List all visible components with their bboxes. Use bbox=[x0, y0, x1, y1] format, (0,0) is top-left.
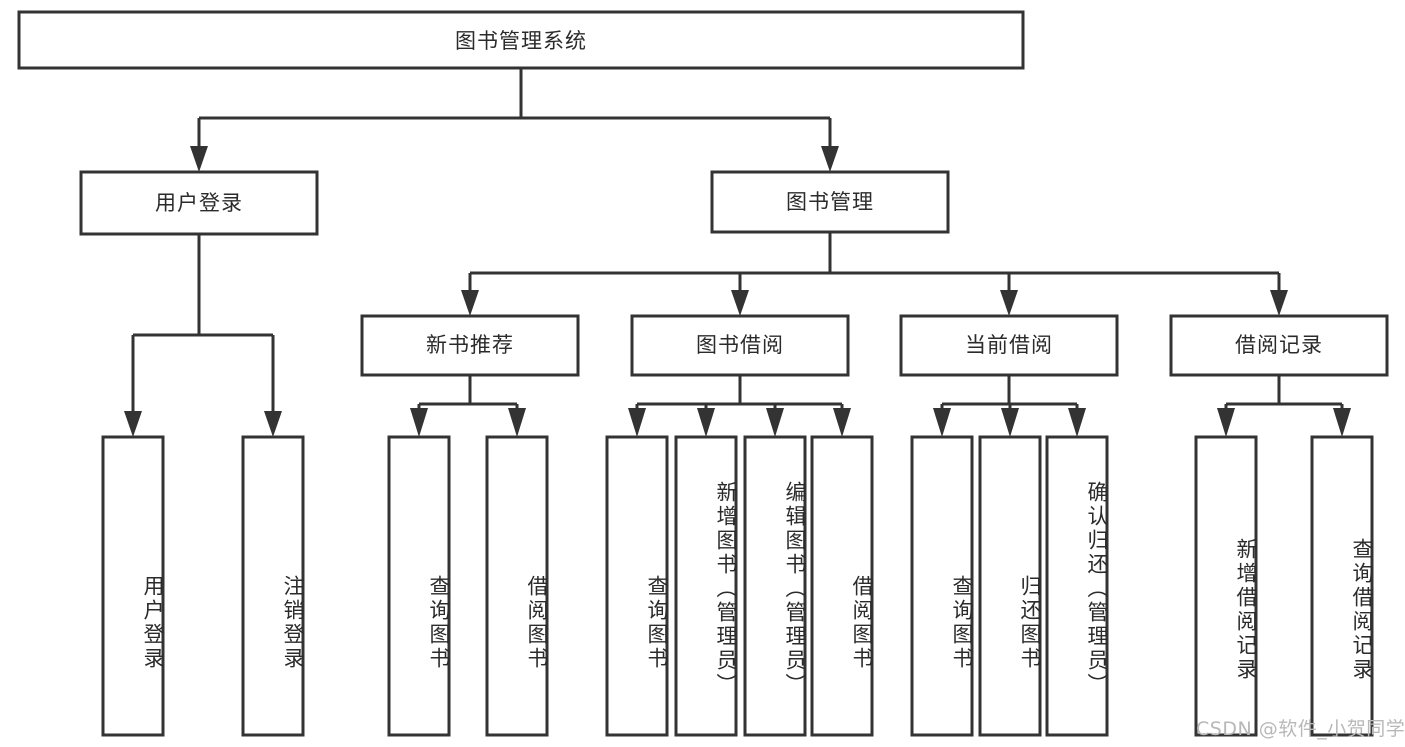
arrow-borrowrecord-leaf-1 bbox=[1217, 408, 1235, 437]
arrow-bookborrow-leaf-2 bbox=[697, 408, 715, 437]
node-current-borrow-box[interactable] bbox=[899, 314, 1119, 377]
node-borrow-record[interactable]: 借阅记录 bbox=[1169, 314, 1389, 377]
leaf-box-book-borrow-3[interactable] bbox=[743, 435, 807, 737]
leaf-box-book-borrow-1[interactable] bbox=[605, 435, 669, 737]
arrow-newbook-leaf-2 bbox=[508, 408, 526, 437]
arrow-bookmgmt-child-4 bbox=[1270, 290, 1288, 316]
node-user-login-label: 用户登录 bbox=[155, 191, 243, 215]
node-current-borrow[interactable]: 当前借阅 bbox=[899, 314, 1119, 377]
csdn-watermark: CSDN @软件_小贺同学 bbox=[1196, 718, 1405, 740]
connector-group-bookborrow bbox=[628, 375, 851, 437]
node-book-management[interactable]: 图书管理 bbox=[710, 170, 950, 234]
arrow-bookborrow-leaf-4 bbox=[833, 408, 851, 437]
node-new-book-recommend-label: 新书推荐 bbox=[426, 333, 514, 357]
arrow-root-to-userlogin bbox=[190, 146, 208, 172]
node-root[interactable]: 图书管理系统 bbox=[17, 10, 1025, 70]
node-new-book-recommend-box[interactable] bbox=[360, 314, 580, 377]
leaf-box-current-borrow-1[interactable] bbox=[910, 435, 974, 737]
node-root-box[interactable] bbox=[17, 10, 1025, 70]
leaf-box-borrow-record-2[interactable] bbox=[1310, 435, 1374, 737]
node-borrow-record-label: 借阅记录 bbox=[1235, 333, 1323, 357]
connector-group-root bbox=[190, 68, 839, 172]
connector-group-borrowrecord bbox=[1217, 375, 1351, 437]
connector-group-newbook bbox=[410, 375, 526, 437]
node-root-label: 图书管理系统 bbox=[455, 29, 587, 53]
arrow-userlogin-leaf-2 bbox=[264, 411, 282, 437]
node-book-management-label: 图书管理 bbox=[786, 190, 874, 214]
leaf-box-new-book-2[interactable] bbox=[485, 435, 549, 737]
leaf-box-user-login-2[interactable] bbox=[241, 435, 305, 737]
leaf-box-current-borrow-3[interactable] bbox=[1045, 435, 1109, 737]
node-user-login[interactable]: 用户登录 bbox=[79, 170, 319, 236]
leaf-box-borrow-record-1[interactable] bbox=[1194, 435, 1258, 737]
connector-group-userlogin bbox=[124, 234, 282, 437]
arrow-newbook-leaf-1 bbox=[410, 408, 428, 437]
arrow-currentborrow-leaf-3 bbox=[1068, 408, 1086, 437]
arrow-bookborrow-leaf-3 bbox=[766, 408, 784, 437]
leaf-box-new-book-1[interactable] bbox=[387, 435, 451, 737]
arrow-bookmgmt-child-3 bbox=[1000, 290, 1018, 316]
leaf-box-book-borrow-2[interactable] bbox=[674, 435, 738, 737]
node-current-borrow-label: 当前借阅 bbox=[965, 333, 1053, 357]
arrow-bookborrow-leaf-1 bbox=[628, 408, 646, 437]
arrow-currentborrow-leaf-2 bbox=[1001, 408, 1019, 437]
node-book-borrow[interactable]: 图书借阅 bbox=[630, 314, 850, 377]
arrow-userlogin-leaf-1 bbox=[124, 411, 142, 437]
arrow-currentborrow-leaf-1 bbox=[933, 408, 951, 437]
node-book-borrow-label: 图书借阅 bbox=[696, 333, 784, 357]
leaf-box-book-borrow-4[interactable] bbox=[810, 435, 874, 737]
arrow-root-to-bookmgmt bbox=[821, 146, 839, 172]
node-book-management-box[interactable] bbox=[710, 170, 950, 234]
node-new-book-recommend[interactable]: 新书推荐 bbox=[360, 314, 580, 377]
node-book-borrow-box[interactable] bbox=[630, 314, 850, 377]
connector-group-currentborrow bbox=[933, 375, 1086, 437]
arrow-bookmgmt-child-2 bbox=[731, 290, 749, 316]
node-user-login-box[interactable] bbox=[79, 170, 319, 236]
arrow-borrowrecord-leaf-2 bbox=[1333, 408, 1351, 437]
connector-group-bookmgmt bbox=[461, 232, 1288, 316]
leaf-box-user-login-1[interactable] bbox=[101, 435, 165, 737]
node-borrow-record-box[interactable] bbox=[1169, 314, 1389, 377]
arrow-bookmgmt-child-1 bbox=[461, 290, 479, 316]
leaf-box-current-borrow-2[interactable] bbox=[978, 435, 1042, 737]
